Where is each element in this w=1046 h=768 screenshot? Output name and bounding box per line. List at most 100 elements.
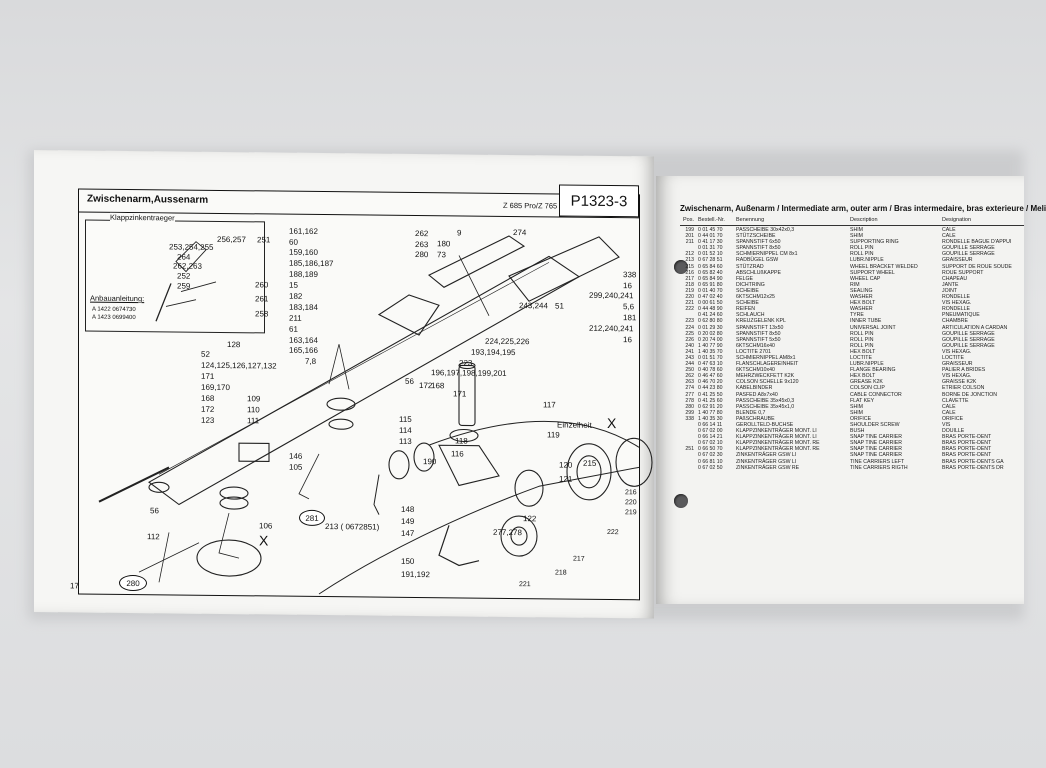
part-label: 218 (555, 569, 567, 577)
row-german: STÜTZSCHEIBE (736, 233, 776, 240)
row-french: GOUPILLE SERRAGE (942, 336, 995, 343)
row-french: RONDELLE BAGUE D'APPUI (942, 239, 1012, 246)
row-pos: 224 (685, 324, 694, 331)
binder-hole (674, 260, 688, 274)
row-order-number: 0 65 84 90 (698, 275, 723, 282)
row-order-number: 0 44 01 70 (698, 233, 723, 240)
row-pos: 338 (685, 415, 694, 422)
part-label: 171 (201, 371, 215, 381)
part-label: 105 (289, 462, 303, 472)
row-order-number: 0 01 40 70 (698, 287, 723, 294)
row-german: KLAPPZINKENTRÄGER MONT. LI (736, 434, 817, 441)
row-french: BRAS PORTE-DENT (942, 434, 992, 441)
row-french: ORIFICE (942, 415, 964, 422)
row-german: 6KTSCHM16x40 (736, 342, 775, 349)
row-order-number: 0 66 81 10 (698, 458, 723, 465)
part-label: 190 (423, 457, 437, 467)
row-order-number: 0 65 82 40 (698, 269, 723, 276)
row-french: VIS HEXAG. (942, 300, 972, 307)
row-french: ARTICULATION A CARDAN (942, 324, 1008, 331)
row-english: HEX BOLT (850, 300, 876, 307)
row-pos: 262 (685, 373, 694, 380)
row-pos: 223 (685, 318, 694, 325)
row-english: RIM (850, 281, 860, 288)
part-label: 259 (177, 281, 191, 291)
header-french: Designation (942, 217, 972, 223)
part-label: 185,186,187 (289, 258, 334, 269)
row-german: SPANNSTIFT 13x50 (736, 324, 784, 331)
row-english: WHEEL CAP (850, 275, 881, 282)
row-pos: 241 (685, 348, 694, 355)
row-french: BRAS PORTE-DENT (942, 446, 992, 453)
part-label: 253,254,255 (169, 242, 214, 252)
outer-arm-head (508, 236, 620, 302)
part-label: 196,197,198,199,201 (431, 368, 507, 378)
row-german: ZINKENTRÄGER GSW LI (736, 452, 797, 459)
detail-label: Einzelheit (557, 420, 592, 430)
part-label: 114 (399, 425, 412, 435)
part-label: 211 (289, 313, 302, 323)
row-english: ROLL PIN (850, 245, 874, 252)
parts-table-header: Pos. Bestell.-Nr. Benennung Description … (680, 217, 1024, 226)
parts-table-title: Zwischenarm, Außenarm / Intermediate arm… (680, 204, 1046, 213)
part-label: 16 (623, 335, 632, 345)
row-french: JANTE (942, 281, 959, 288)
part-label: 124,125,126,127,132 (201, 360, 277, 371)
part-label: 191,192 (401, 569, 430, 580)
part-label: 163,164 (289, 335, 318, 345)
row-pos: 216 (685, 269, 694, 276)
row-french: PALIER A BRIDES (942, 367, 986, 374)
row-pos: 251 (685, 446, 694, 453)
part-label: 172 (201, 404, 215, 414)
bracket (238, 442, 270, 463)
row-french: SUPPORT DE ROUE SOUDE (942, 263, 1012, 270)
part-label: 181 (623, 313, 637, 323)
detail-boundary (318, 466, 640, 595)
header-german: Benennung (736, 217, 765, 223)
flange-bearing (219, 486, 249, 500)
row-german: 6KTSCHM12x25 (736, 294, 775, 301)
binder-hole (674, 494, 688, 508)
row-german: PASFED A8x7x40 (736, 391, 778, 398)
row-english: SHOULDER SCREW (850, 422, 900, 428)
row-english: TINE CARRIERS LEFT (850, 458, 905, 465)
exploded-drawing-frame: Zwischenarm,Aussenarm Z 685 Pro/Z 765 Pr… (78, 184, 653, 601)
part-label: 110 (247, 405, 260, 415)
part-label: 169,170 (201, 382, 230, 393)
row-pos: 211 (685, 239, 694, 246)
wheel-bracket (438, 444, 500, 487)
row-order-number: 1 40 35 70 (698, 348, 723, 355)
header-pos: Pos. (682, 217, 694, 223)
row-english: WASHER (850, 294, 873, 301)
row-english: WHEEL BRACKET WELDED (850, 263, 918, 270)
part-label: 61 (289, 324, 298, 334)
row-pos: 199 (685, 227, 694, 233)
part-label: 109 (247, 394, 261, 404)
row-german: SPANNSTIFT 8x50 (736, 330, 781, 337)
row-german: FELGE (736, 275, 754, 282)
row-english: SHIM (850, 227, 863, 233)
part-label: 120 (559, 460, 573, 470)
rim (500, 515, 538, 557)
row-order-number: 0 41 24 60 (698, 312, 723, 319)
row-english: SUPPORT WHEEL (850, 269, 895, 276)
row-pos: 225 (685, 330, 694, 337)
tine-carrier-subassembly: Klappzinkentraeger Anbauanleitung: A 142… (85, 212, 265, 334)
row-german: PASSCHEIBE 30x42x0,3 (736, 227, 795, 233)
part-label: 264 (177, 252, 191, 262)
detail-ellipse (196, 539, 262, 577)
part-label: 115 (399, 414, 412, 424)
row-french: VIS HEXAG. (942, 348, 972, 355)
part-label: 112 (147, 532, 160, 542)
